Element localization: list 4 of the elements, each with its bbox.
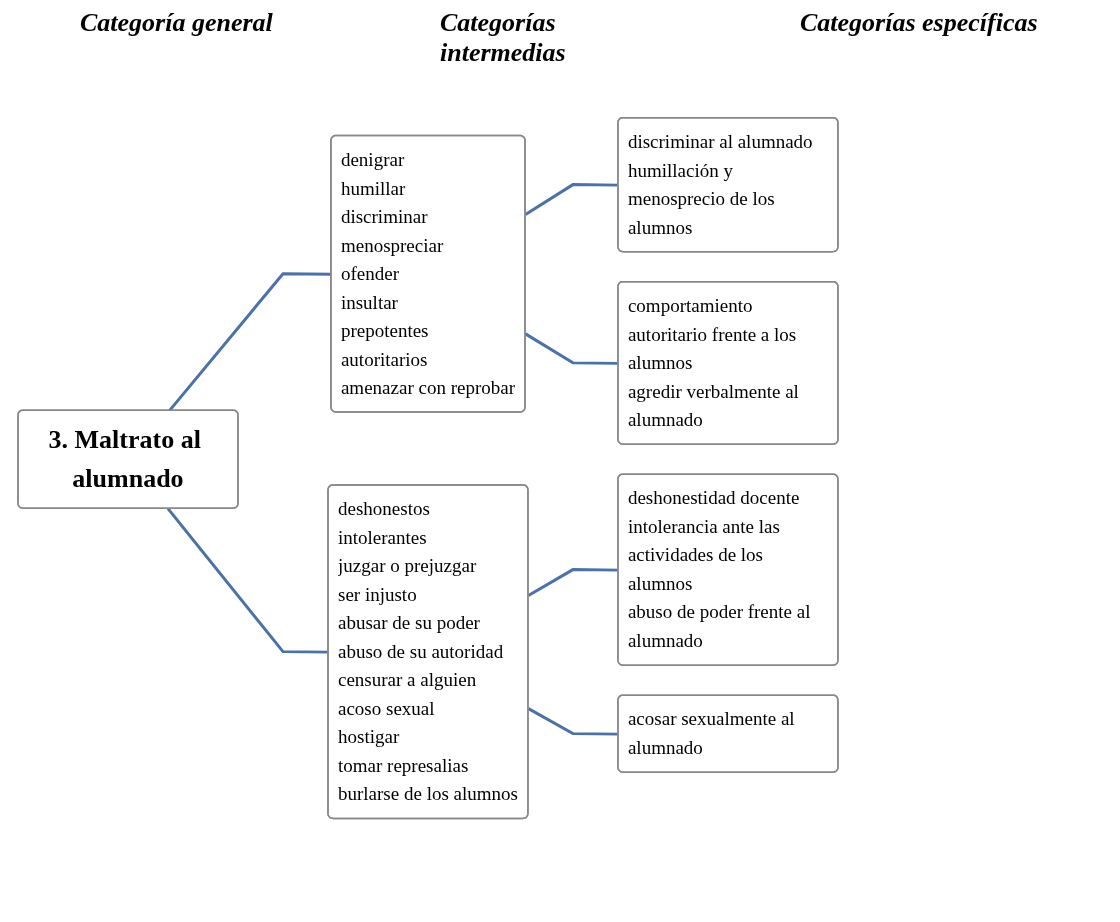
connector xyxy=(166,507,329,654)
column-heading: Categoría general xyxy=(80,8,274,39)
column-heading: Categorías intermedias xyxy=(440,8,567,68)
column-heading: Categorías específicas xyxy=(800,8,1039,39)
